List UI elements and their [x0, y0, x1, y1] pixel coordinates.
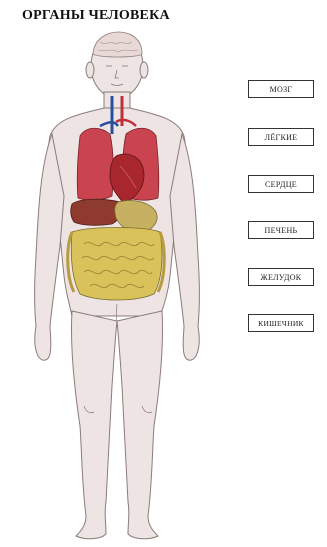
label-stomach[interactable]: ЖЕЛУДОК: [248, 268, 314, 286]
label-lungs[interactable]: ЛЁГКИЕ: [248, 128, 314, 146]
page-title: ОРГАНЫ ЧЕЛОВЕКА: [22, 8, 170, 24]
human-body-illustration: [20, 26, 220, 546]
brain-organ: [93, 32, 142, 57]
liver-organ: [71, 199, 122, 225]
label-brain[interactable]: МОЗГ: [248, 80, 314, 98]
intestine-organ: [68, 228, 165, 301]
label-heart[interactable]: СЕРДЦЕ: [248, 175, 314, 193]
human-body-figure: [20, 26, 220, 546]
label-intestine[interactable]: КИШЕЧНИК: [248, 314, 314, 332]
label-liver[interactable]: ПЕЧЕНЬ: [248, 221, 314, 239]
